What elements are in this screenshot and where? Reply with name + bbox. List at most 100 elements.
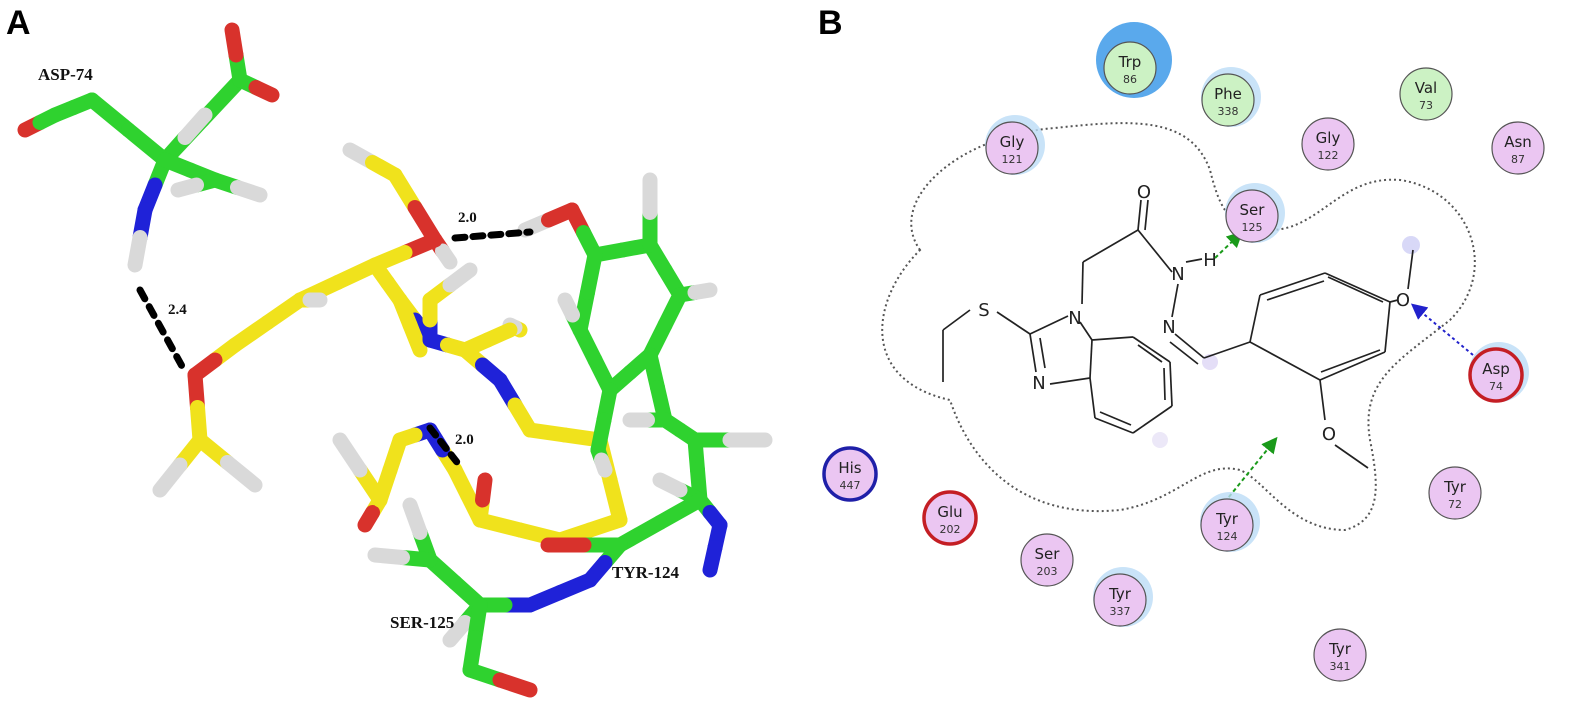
ligand-structure [942,199,1414,469]
stick-bonds [17,22,773,698]
atom-label: N [1162,317,1175,338]
bond-stick [442,262,478,293]
residue-val-73: Val 73 [1399,67,1453,121]
residue-name: Gly [1000,133,1025,151]
residue-name: Glu [937,503,962,521]
bond-stick [84,92,136,138]
atom-label: O [1322,424,1336,445]
bond-stick [580,247,603,300]
residue-number: 122 [1318,149,1339,162]
bond-stick [687,282,718,300]
bond-stick [612,515,668,553]
bond-stick [127,230,148,273]
distance-label-3: 2.0 [455,432,474,448]
residue-number: 338 [1218,105,1239,118]
residue-name: Trp [1118,53,1142,71]
bond-stick [357,505,380,533]
residue-number: 121 [1002,153,1023,166]
bond-stick [224,22,244,63]
hbond-arrow-ser125 [1214,231,1243,259]
bond-stick [652,492,708,530]
residue-disc [1201,73,1255,127]
residue-number: 72 [1448,498,1462,511]
residue-disc [1103,41,1157,95]
residue-disc [1200,498,1254,552]
residue-name: Asn [1504,133,1532,151]
panel-b-2d-interaction-map: B [800,0,1585,720]
residue-number: 124 [1217,530,1238,543]
residue-name: Tyr [1108,585,1132,603]
bond-stick [442,615,473,648]
residue-disc [1428,466,1482,520]
residue-discs: Trp86Phe338Val73Gly121Gly122Asn87Ser125A… [822,22,1545,682]
residue-asn-87: Asn 87 [1491,121,1545,175]
residue-disc [1301,117,1355,171]
residue-number: 74 [1489,380,1503,393]
residue-label-asp74: ASP-74 [38,65,93,84]
residue-gly-122: Gly 122 [1301,117,1355,171]
residue-name: Tyr [1443,478,1467,496]
panel-a-letter: A [6,4,31,42]
residue-label-ser125: SER-125 [390,613,454,632]
residue-asp-74: Asp 74 [1468,342,1529,403]
bond-stick [702,540,723,578]
pocket-contour [881,122,1476,532]
residue-disc [822,446,878,502]
bond-stick [402,497,428,540]
atom-label: O [1137,182,1151,203]
distance-label-1: 2.0 [458,210,477,226]
stick-model: ASP-74 TYR-124 SER-125 2.0 2.4 2.0 [17,22,773,698]
residue-disc [1020,533,1074,587]
bond-stick [480,322,518,348]
residue-glu-202: Glu 202 [922,490,978,546]
bond-stick [475,472,493,508]
bond-stick [248,80,280,103]
bond-stick [332,432,368,478]
residue-name: Val [1415,79,1437,97]
bond-stick [230,180,268,203]
bond-stick [220,455,263,493]
residue-name: Gly [1316,129,1341,147]
ligand-exposure-halo [1402,236,1420,254]
bond-stick [177,107,213,145]
residue-disc [922,490,978,546]
residue-disc [1399,67,1453,121]
residue-name: Ser [1035,545,1061,563]
hbond-arrow-asp74 [1410,303,1474,356]
distance-label-2: 2.4 [168,302,187,318]
residue-gly-121: Gly 121 [985,115,1045,175]
residue-number: 125 [1242,221,1263,234]
bond-stick [402,317,428,358]
residue-number: 447 [840,479,861,492]
residue-disc [985,121,1039,175]
atom-label: S [978,300,989,321]
residue-name: Tyr [1328,640,1352,658]
residue-number: 87 [1511,153,1525,166]
residue-label-tyr124: TYR-124 [612,563,680,582]
bond-stick [652,472,688,498]
hydrogen-bond-dashes [136,228,534,470]
bond-stick [152,457,188,498]
residue-number: 73 [1419,99,1433,112]
residue-number: 202 [940,523,961,536]
bond-stick [557,292,580,323]
bond-stick [367,547,410,565]
interaction-diagram: O N H N S N N O O Trp86Phe338Val73Gly121… [822,22,1545,682]
residue-disc [1491,121,1545,175]
bond-stick [121,122,173,168]
atom-label: N [1068,308,1081,329]
bond-stick [492,672,538,698]
panel-a-3d-binding-pose: A ASP-74 TYR-124 SER-125 2.0 2.4 2.0 [6,4,773,698]
residue-tyr-72: Tyr 72 [1428,466,1482,520]
bond-stick [435,243,458,270]
residue-disc [1313,628,1367,682]
residue-disc [1093,573,1147,627]
residue-name: Asp [1482,360,1510,378]
